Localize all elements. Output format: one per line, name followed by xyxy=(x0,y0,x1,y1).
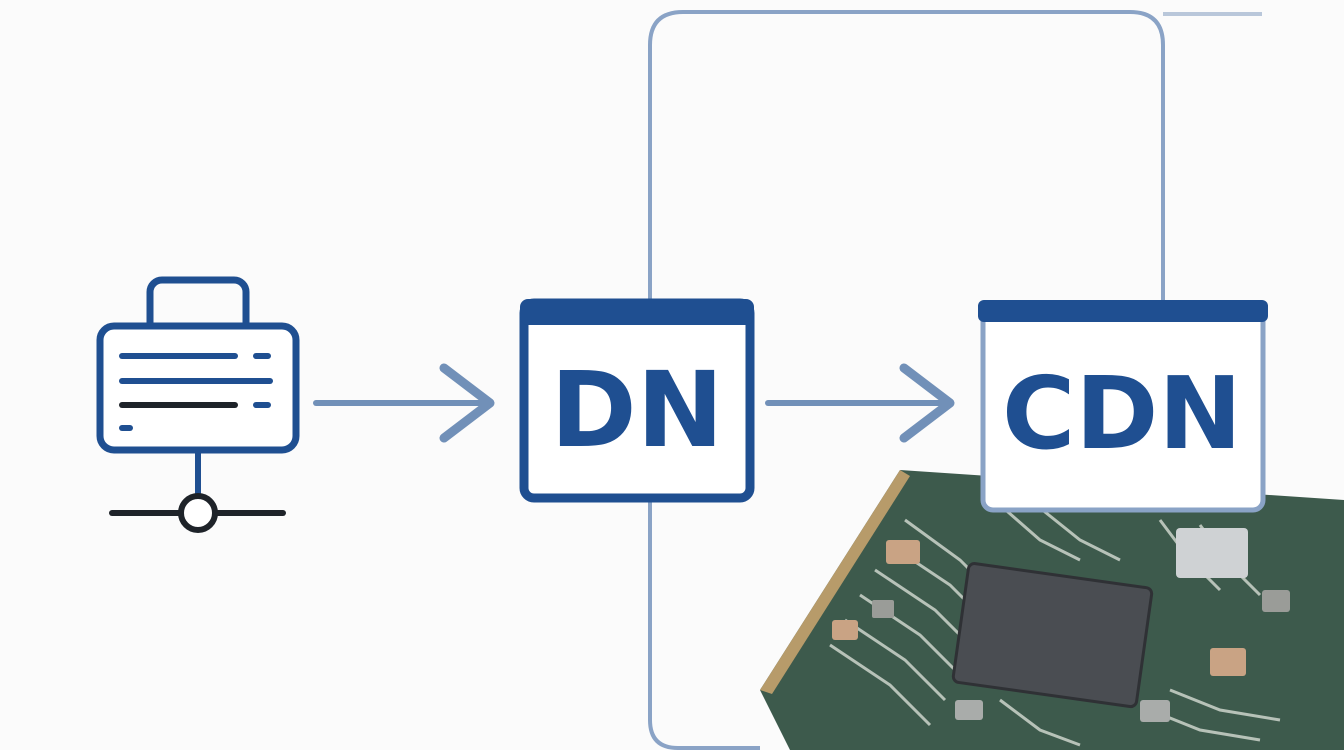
pcb-components xyxy=(832,528,1290,722)
connector-bottom-loop xyxy=(648,500,760,750)
circuit-board-icon xyxy=(760,470,1344,750)
cdn-box-label: CDN xyxy=(1002,355,1242,472)
dn-box-titlebar xyxy=(520,299,754,325)
server-network-node xyxy=(178,493,218,533)
server-icon xyxy=(96,276,300,533)
dn-box: DN xyxy=(519,298,755,503)
connector-top-loop xyxy=(648,10,1165,305)
pcb-chip xyxy=(951,562,1154,709)
dn-box-label: DN xyxy=(550,349,723,471)
pcb-board-edge xyxy=(760,470,910,694)
arrow-server-to-dn xyxy=(313,363,495,443)
cdn-box: CDN xyxy=(978,300,1268,513)
connector-frame xyxy=(648,10,1262,750)
server-body xyxy=(96,322,300,454)
cdn-box-titlebar xyxy=(978,300,1268,322)
arrow-dn-to-cdn xyxy=(765,363,955,443)
